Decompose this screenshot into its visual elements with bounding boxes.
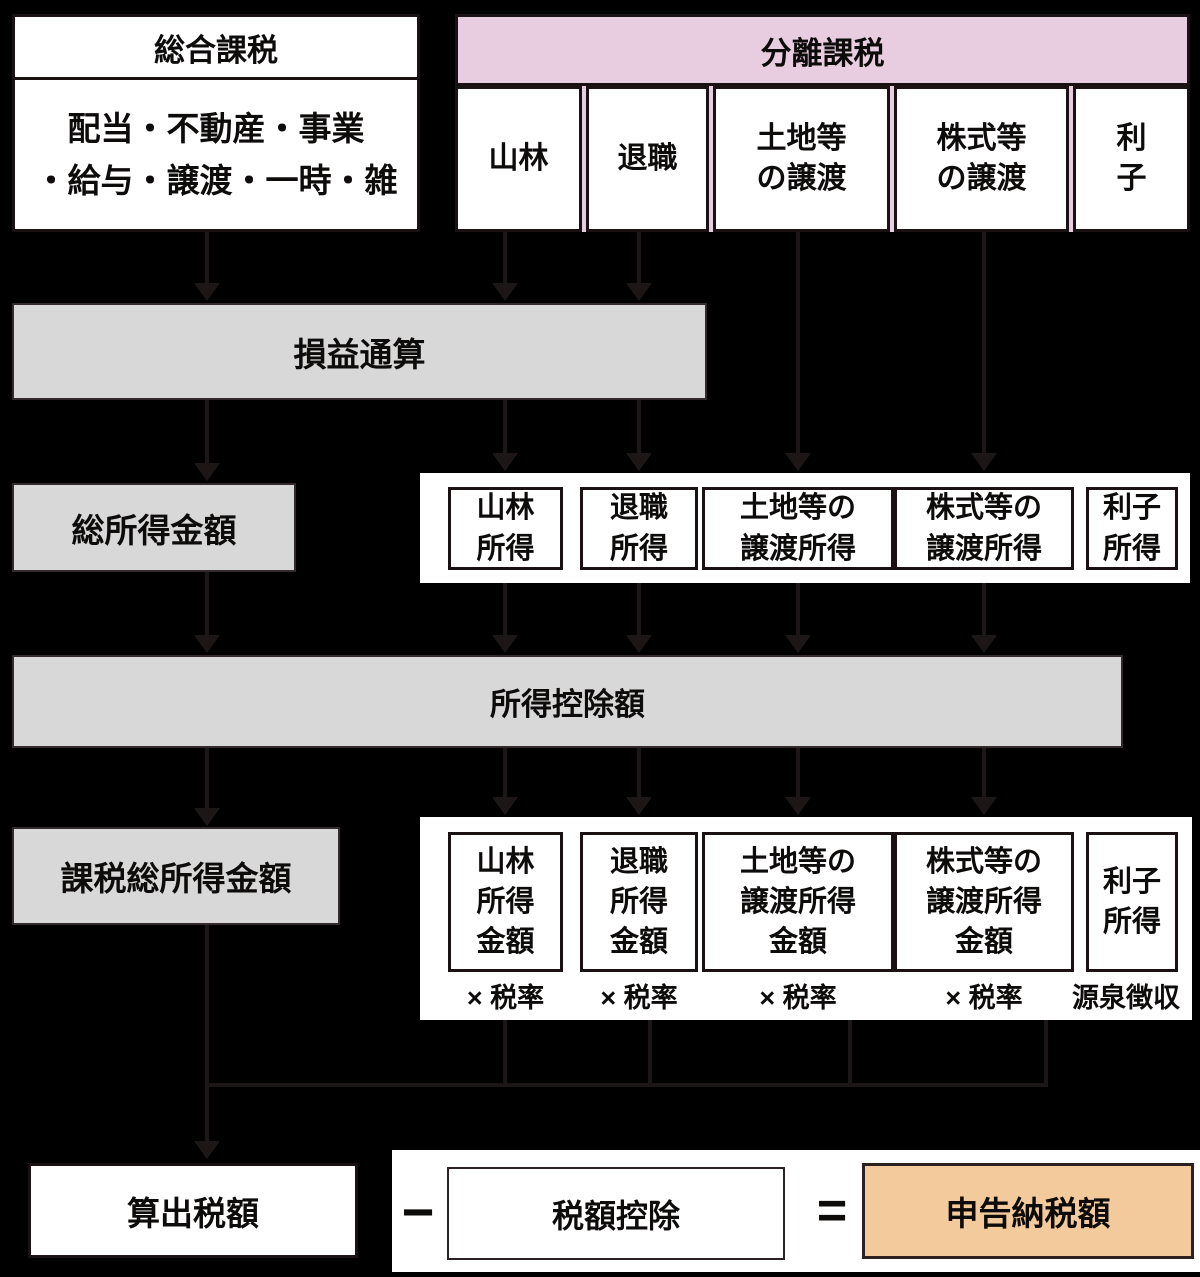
separate-taxation-table: 分離課税 山林 退職 土地等 の譲渡 株式等 の譲渡 利 子 xyxy=(455,14,1190,232)
land-transfer-income-amount-box: 土地等の 譲渡所得 金額 xyxy=(702,832,894,972)
comprehensive-taxation-box: 総合課税 配当・不動産・事業 ・給与・譲渡・一時・雑 xyxy=(12,14,420,232)
connector-line xyxy=(205,1083,1048,1087)
final-tax-box: 申告納税額 xyxy=(862,1163,1194,1259)
flow-arrow xyxy=(785,232,811,471)
flow-arrow xyxy=(492,232,518,301)
forest-income-amount-box: 山林 所得 金額 xyxy=(448,832,563,972)
connector-line xyxy=(848,1020,852,1087)
tax-credit-box: 税額控除 xyxy=(447,1167,785,1260)
interest-income-amount-box: 利子 所得 xyxy=(1086,832,1178,972)
flow-arrow xyxy=(492,400,518,471)
column-interest: 利 子 xyxy=(1073,86,1190,232)
separate-income-panel: 山林 所得 退職 所得 土地等の 譲渡所得 株式等の 譲渡所得 利子 所得 xyxy=(420,473,1190,583)
flow-arrow xyxy=(194,400,220,481)
comprehensive-taxation-header: 総合課税 xyxy=(15,17,417,80)
tax-rate-note: × 税率 xyxy=(759,982,837,1013)
column-forest: 山林 xyxy=(455,86,582,232)
flow-arrow xyxy=(971,748,997,815)
calculated-tax-box: 算出税額 xyxy=(28,1163,358,1258)
flow-arrow xyxy=(626,748,652,815)
separate-taxation-columns: 山林 退職 土地等 の譲渡 株式等 の譲渡 利 子 xyxy=(455,86,1190,232)
interest-income-box: 利子 所得 xyxy=(1086,487,1178,570)
flow-arrow xyxy=(971,232,997,471)
flow-arrow xyxy=(971,583,997,653)
comprehensive-income-types: 配当・不動産・事業 ・給与・譲渡・一時・雑 xyxy=(34,110,398,199)
forest-income-box: 山林 所得 xyxy=(448,487,563,570)
flow-arrow xyxy=(194,572,220,653)
retirement-income-box: 退職 所得 xyxy=(580,487,698,570)
income-deduction-box: 所得控除額 xyxy=(12,655,1123,748)
connector-line xyxy=(648,1020,652,1087)
column-land-transfer: 土地等 の譲渡 xyxy=(713,86,890,232)
connector-line xyxy=(503,1020,507,1087)
column-stock-transfer: 株式等 の譲渡 xyxy=(894,86,1069,232)
retirement-income-amount-box: 退職 所得 金額 xyxy=(580,832,698,972)
minus-sign: − xyxy=(401,1179,435,1243)
flow-arrow xyxy=(492,748,518,815)
separate-taxable-panel: 山林 所得 金額 退職 所得 金額 土地等の 譲渡所得 金額 株式等の 譲渡所得… xyxy=(420,817,1192,1020)
equals-sign: = xyxy=(816,1182,848,1240)
connector-line xyxy=(1044,1020,1048,1087)
land-transfer-income-box: 土地等の 譲渡所得 xyxy=(702,487,894,570)
withholding-note: 源泉徴収 xyxy=(1072,982,1180,1013)
separate-taxation-header: 分離課税 xyxy=(455,14,1190,86)
flow-arrow xyxy=(785,748,811,815)
equation-panel: − 税額控除 = 申告納税額 xyxy=(392,1150,1200,1272)
flow-arrow xyxy=(785,583,811,653)
tax-rate-note: × 税率 xyxy=(945,982,1023,1013)
flow-arrow xyxy=(626,583,652,653)
tax-rate-note: × 税率 xyxy=(600,982,678,1013)
connector-line xyxy=(205,925,209,1085)
flow-arrow xyxy=(194,1087,220,1159)
profit-loss-aggregation-box: 損益通算 xyxy=(12,303,707,400)
stock-transfer-income-box: 株式等の 譲渡所得 xyxy=(894,487,1074,570)
flow-arrow xyxy=(194,232,220,301)
stock-transfer-income-amount-box: 株式等の 譲渡所得 金額 xyxy=(894,832,1074,972)
column-retirement: 退職 xyxy=(586,86,709,232)
flow-arrow xyxy=(626,232,652,301)
flow-arrow xyxy=(626,400,652,471)
flow-arrow xyxy=(492,583,518,653)
tax-rate-note: × 税率 xyxy=(466,982,545,1013)
flow-arrow xyxy=(194,748,220,826)
taxable-gross-income-box: 課税総所得金額 xyxy=(12,827,340,925)
gross-income-box: 総所得金額 xyxy=(12,483,296,572)
